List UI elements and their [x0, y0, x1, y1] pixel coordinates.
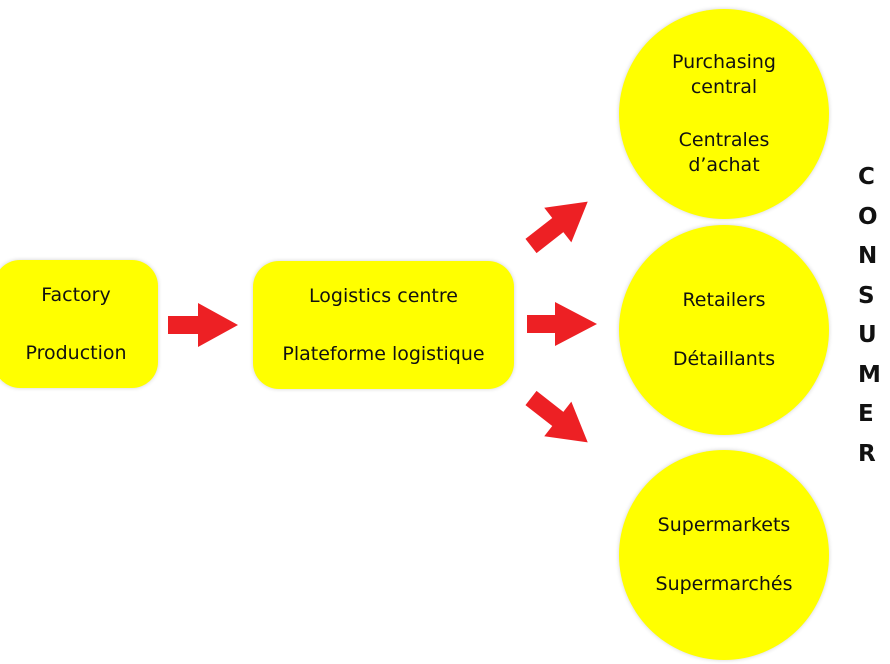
- factory-label-en: Factory: [41, 284, 111, 306]
- arrow-logistics-to-purchasing: [525, 201, 588, 254]
- logistics-label-fr: Plateforme logistique: [282, 343, 485, 365]
- arrow-logistics-to-supermarkets: [525, 390, 588, 443]
- purchasing-label-fr-2: d’achat: [688, 154, 760, 176]
- consumer-vertical-label: CONSUMER: [858, 164, 881, 467]
- purchasing-label-en-2: central: [690, 76, 758, 98]
- arrow-right-icon: [527, 302, 597, 346]
- arrow-down-right-icon: [525, 390, 588, 443]
- retailers-label-fr: Détaillants: [672, 348, 776, 370]
- factory-label-fr: Production: [25, 342, 127, 364]
- arrow-up-right-icon: [525, 201, 588, 254]
- arrow-factory-to-logistics: [168, 303, 238, 347]
- node-retailers: Retailers Détaillants: [619, 225, 829, 435]
- supermarkets-label-en: Supermarkets: [657, 514, 791, 536]
- node-supermarkets: Supermarkets Supermarchés: [619, 450, 829, 660]
- supermarkets-label-fr: Supermarchés: [655, 573, 793, 595]
- node-factory: Factory Production: [0, 260, 158, 388]
- retailers-label-en: Retailers: [682, 289, 766, 311]
- arrow-logistics-to-retailers: [527, 302, 597, 346]
- logistics-label-en: Logistics centre: [309, 285, 458, 307]
- purchasing-label-en-1: Purchasing: [672, 51, 776, 73]
- purchasing-label-fr-1: Centrales: [678, 129, 770, 151]
- node-purchasing-central: Purchasing central Centrales d’achat: [619, 9, 829, 219]
- arrow-right-icon: [168, 303, 238, 347]
- node-logistics-centre: Logistics centre Plateforme logistique: [253, 261, 514, 389]
